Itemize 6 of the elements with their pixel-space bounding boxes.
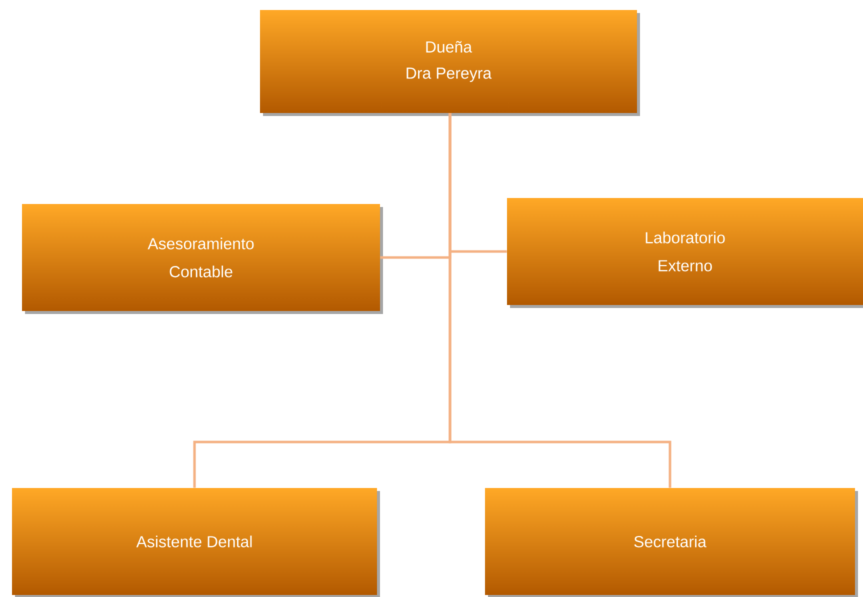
org-box: Dueña Dra Pereyra	[260, 10, 637, 113]
connector-line	[448, 113, 672, 488]
org-box: Laboratorio Externo	[507, 198, 863, 305]
org-box: Asesoramiento Contable	[22, 204, 380, 311]
org-box: Asistente Dental	[12, 488, 377, 595]
org-box: Secretaria	[485, 488, 855, 595]
